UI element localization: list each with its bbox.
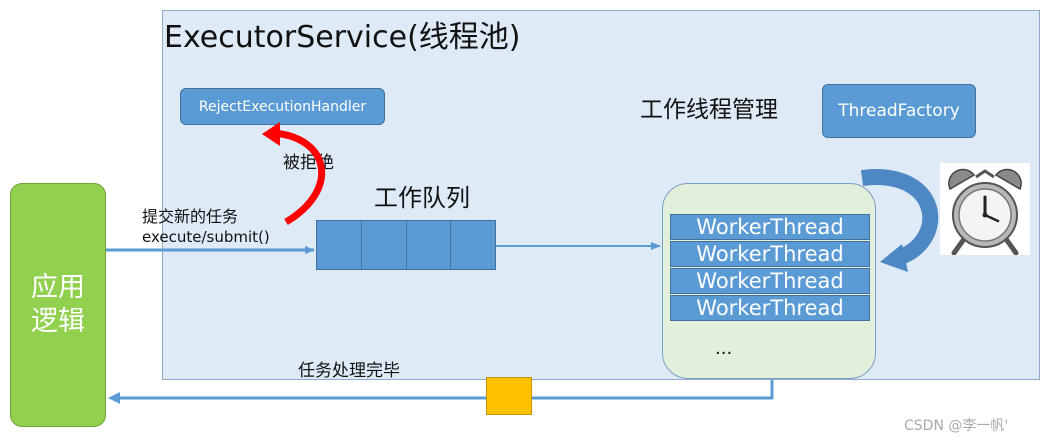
alarm-clock-icon — [940, 163, 1030, 256]
reject-arrowhead — [262, 122, 280, 146]
factory-arrowhead — [880, 244, 908, 272]
thread-factory-box: ThreadFactory — [822, 84, 976, 138]
factory-arrow — [860, 169, 939, 266]
submit-task-label: 提交新的任务 — [142, 207, 239, 226]
queue-slot — [317, 221, 362, 269]
work-queue — [316, 220, 496, 270]
submit-method-label: execute/submit() — [142, 228, 270, 246]
application-label-line1: 应用 — [31, 272, 85, 303]
queue-slot — [406, 221, 452, 269]
worker-thread: WorkerThread — [670, 295, 870, 321]
reject-execution-handler-box: RejectExecutionHandler — [180, 88, 385, 125]
application-logic-box: 应用 逻辑 — [10, 183, 106, 427]
reject-arrow — [273, 129, 326, 226]
thread-pool-container — [162, 10, 1040, 380]
task-result-box — [486, 377, 532, 415]
return-line — [116, 380, 774, 400]
worker-thread: WorkerThread — [670, 268, 870, 294]
application-label-line2: 逻辑 — [31, 306, 85, 337]
queue-slot — [361, 221, 407, 269]
work-queue-label: 工作队列 — [374, 184, 470, 212]
thread-pool-title: ExecutorService(线程池) — [164, 20, 521, 55]
watermark: CSDN @李一帆' — [904, 418, 1009, 434]
queue-slot — [451, 221, 495, 269]
return-arrowhead — [108, 392, 120, 404]
worker-thread: WorkerThread — [670, 241, 870, 267]
worker-management-label: 工作线程管理 — [640, 97, 778, 123]
more-workers-ellipsis: ... — [715, 338, 733, 359]
task-completed-label: 任务处理完毕 — [298, 361, 400, 381]
worker-thread: WorkerThread — [670, 214, 870, 240]
